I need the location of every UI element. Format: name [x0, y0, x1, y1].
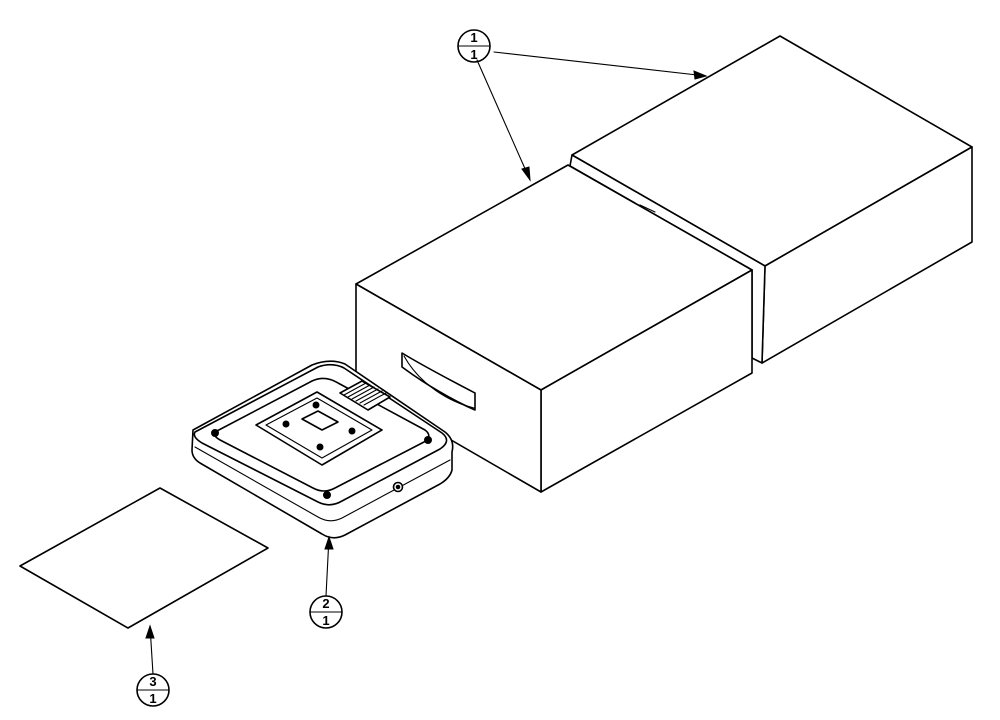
device-center-pad-inner [265, 397, 373, 459]
drawer-handle-inner [403, 355, 475, 409]
device-slot [301, 410, 339, 431]
body-screw-front [323, 491, 331, 499]
device [191, 360, 454, 539]
balloon-1-qty: 1 [470, 47, 477, 62]
leader-lines [145, 51, 708, 675]
balloon-3-qty: 1 [149, 691, 156, 706]
connector-ribs [343, 382, 387, 406]
body-screw-right [424, 436, 432, 444]
device-port-center [395, 484, 401, 490]
device-top-edge [193, 363, 448, 506]
pad-screw-2 [312, 401, 320, 409]
box-seam [639, 204, 656, 213]
balloon-2-qty: 1 [322, 613, 329, 628]
body-screw-left [211, 429, 219, 437]
leader-1b [476, 59, 531, 181]
leader-1a [493, 51, 707, 77]
front-box [355, 164, 753, 493]
balloon-1-item: 1 [470, 30, 477, 45]
pad-screw-4 [316, 443, 324, 451]
balloon-1: 1 1 [457, 29, 491, 63]
balloon-3: 3 1 [136, 673, 170, 707]
device-side-line [194, 446, 451, 522]
drawer-handle [401, 352, 476, 411]
balloon-2: 2 1 [309, 595, 343, 629]
flat-sheet [19, 487, 269, 629]
pad-screw-1 [282, 420, 290, 428]
balloon-2-item: 2 [322, 596, 329, 611]
balloon-3-item: 3 [149, 674, 156, 689]
pad-screw-3 [348, 427, 356, 435]
